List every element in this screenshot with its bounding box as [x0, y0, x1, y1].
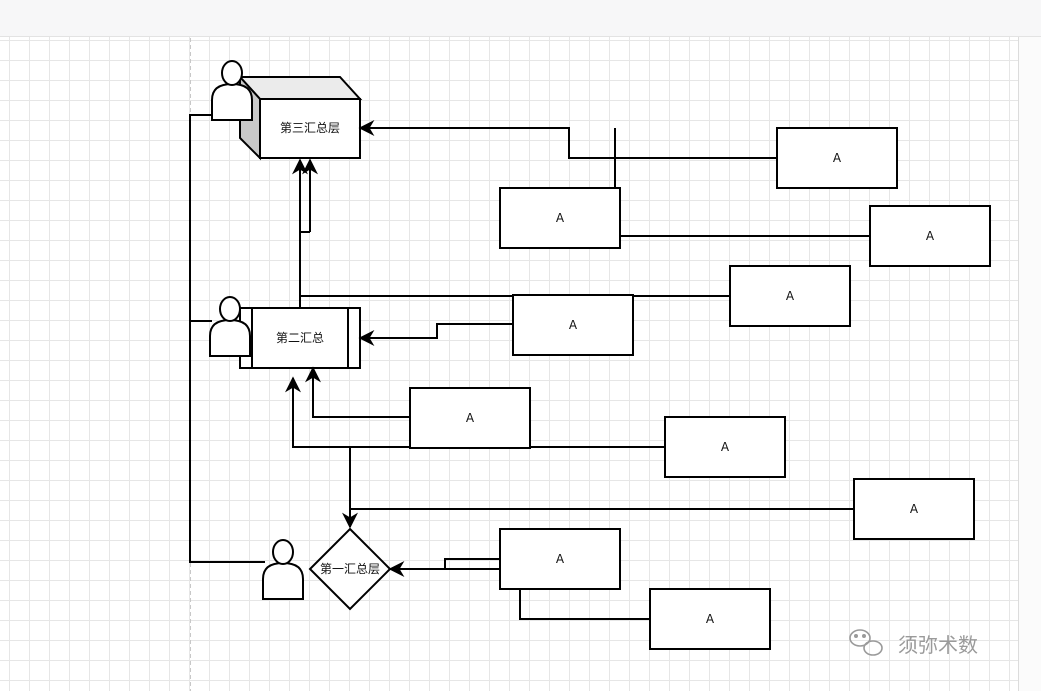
person-icon [209, 296, 251, 357]
connector [388, 558, 500, 577]
source-box[interactable]: A [512, 294, 634, 356]
layer1-label: 第一汇总层 [320, 562, 380, 576]
source-label: A [556, 211, 565, 225]
layer3-label: 第三汇总层 [280, 121, 340, 135]
connector [445, 568, 650, 620]
source-label: A [833, 151, 842, 165]
layer2-label: 第二汇总 [276, 331, 324, 345]
wechat-icon [849, 629, 883, 656]
person-link-line [189, 114, 265, 563]
source-label: A [706, 612, 715, 626]
connector [285, 376, 665, 448]
format-panel-edge [1018, 37, 1041, 691]
toolbar-area [0, 0, 1041, 37]
source-box[interactable]: A [776, 127, 898, 189]
source-box[interactable]: A [649, 588, 771, 650]
connector [358, 120, 777, 159]
connector [305, 366, 410, 418]
source-label: A [786, 289, 795, 303]
layer3-node[interactable]: 第三汇总层 [237, 74, 363, 161]
source-label: A [569, 318, 578, 332]
source-box[interactable]: A [409, 387, 531, 449]
source-label: A [910, 502, 919, 516]
source-label: A [466, 411, 475, 425]
person-icon [211, 60, 253, 121]
watermark: 须弥术数 [849, 629, 978, 657]
source-box[interactable]: A [499, 528, 621, 590]
source-label: A [721, 440, 730, 454]
source-label: A [556, 552, 565, 566]
source-box[interactable]: A [664, 416, 786, 478]
watermark-text: 须弥术数 [898, 633, 978, 657]
layer1-node[interactable]: 第一汇总层 [308, 527, 392, 611]
person-icon [262, 539, 304, 600]
source-label: A [926, 229, 935, 243]
source-box[interactable]: A [869, 205, 991, 267]
source-box[interactable]: A [729, 265, 851, 327]
layer2-node[interactable]: 第二汇总 [239, 307, 361, 369]
source-box[interactable]: A [499, 187, 621, 249]
connector [358, 323, 513, 346]
source-box[interactable]: A [853, 478, 975, 540]
